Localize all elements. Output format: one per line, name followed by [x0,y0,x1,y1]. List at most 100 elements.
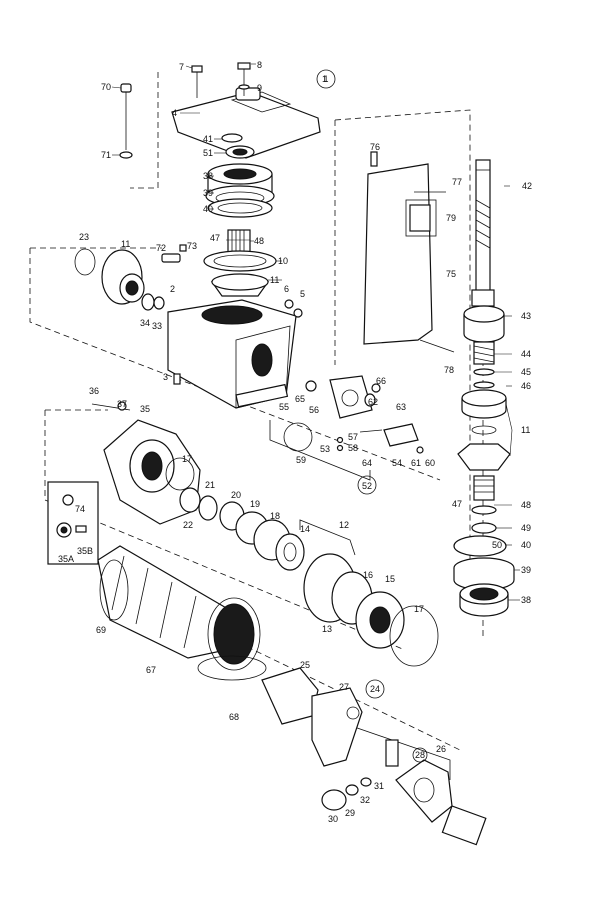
label-43: 43 [521,311,531,321]
label-32: 32 [360,795,370,805]
label-7: 7 [179,62,184,72]
vertical-shaft [471,159,495,307]
label-9: 9 [257,83,262,93]
label-4: 4 [172,108,177,118]
label-54: 54 [392,458,402,468]
leader-lines [111,63,520,601]
label-47a: 47 [210,233,220,243]
label-69: 69 [96,625,106,635]
label-10: 10 [278,256,288,266]
callout-number-1: 1 [323,74,328,84]
callout-ring-52 [357,475,377,495]
label-25: 25 [300,660,310,670]
label-78: 78 [444,365,454,375]
label-33: 33 [152,321,162,331]
upper-pinion-stack [203,229,277,297]
label-46: 46 [521,381,531,391]
label-19: 19 [250,499,260,509]
upper-bearing-stack [205,133,275,218]
label-34: 34 [140,318,150,328]
label-72: 72 [156,243,166,253]
label-65: 65 [295,394,305,404]
label-3: 3 [163,372,168,382]
label-15: 15 [385,574,395,584]
shift-mechanism [283,375,424,454]
label-64: 64 [362,458,372,468]
nut-6 [284,299,294,309]
label-45: 45 [521,367,531,377]
label-39a: 39 [203,188,213,198]
label-56: 56 [309,405,319,415]
label-77: 77 [452,177,462,187]
label-27: 27 [339,682,349,692]
label-58: 58 [348,443,358,453]
callout-ring-1 [316,69,336,89]
label-29: 29 [345,808,355,818]
label-37: 37 [117,399,127,409]
label-42: 42 [522,181,532,191]
universal-joint [261,667,487,846]
label-49: 49 [521,523,531,533]
label-14: 14 [300,524,310,534]
label-11a: 11 [270,275,279,285]
label-35: 35 [140,404,150,414]
label-44: 44 [521,349,531,359]
label-6: 6 [284,284,289,294]
label-41: 41 [203,134,213,144]
bellows-assembly [97,545,267,681]
label-73: 73 [187,241,197,251]
label-59: 59 [296,455,306,465]
part-labels: 7 8 9 70 71 4 41 51 38 39 40 47 48 10 11… [58,60,532,824]
label-66: 66 [376,376,386,386]
label-40b: 40 [521,540,531,550]
pin-73 [179,244,187,252]
label-38a: 38 [203,171,213,181]
label-47b: 47 [452,499,462,509]
label-51: 51 [203,148,213,158]
label-21: 21 [205,480,215,490]
screw-7 [191,65,203,98]
label-74: 74 [75,504,85,514]
top-cover [171,87,321,159]
left-bevel-gear [74,248,165,311]
label-50: 50 [492,540,502,550]
label-11b: 11 [121,239,130,249]
label-28: 28 [415,750,425,760]
label-23: 23 [79,232,89,242]
label-13: 13 [322,624,332,634]
middle-row-parts [165,457,439,667]
label-22: 22 [183,520,193,530]
label-12: 12 [339,520,349,530]
label-38b: 38 [521,595,531,605]
screw-8 [237,62,251,96]
label-39b: 39 [521,565,531,575]
label-1: 1 [322,74,327,84]
label-2: 2 [170,284,175,294]
label-52: 52 [362,481,372,491]
label-79: 79 [446,213,456,223]
label-36: 36 [89,386,99,396]
label-55: 55 [279,402,289,412]
label-76: 76 [370,142,380,152]
label-71: 71 [101,150,111,160]
label-48a: 48 [254,236,264,246]
label-61: 61 [411,458,421,468]
label-75: 75 [446,269,456,279]
label-53: 53 [320,444,330,454]
label-40a: 40 [203,204,213,214]
label-60: 60 [425,458,435,468]
label-57: 57 [348,432,358,442]
label-30: 30 [328,814,338,824]
label-48b: 48 [521,500,531,510]
label-31: 31 [374,781,384,791]
label-20: 20 [231,490,241,500]
label-35a: 35A [58,554,74,564]
label-17a: 17 [182,454,192,464]
gear-housing [167,299,297,409]
label-11c: 11 [521,425,530,435]
dipstick [119,83,133,159]
label-8: 8 [257,60,262,70]
label-16: 16 [363,570,373,580]
label-26: 26 [436,744,446,754]
